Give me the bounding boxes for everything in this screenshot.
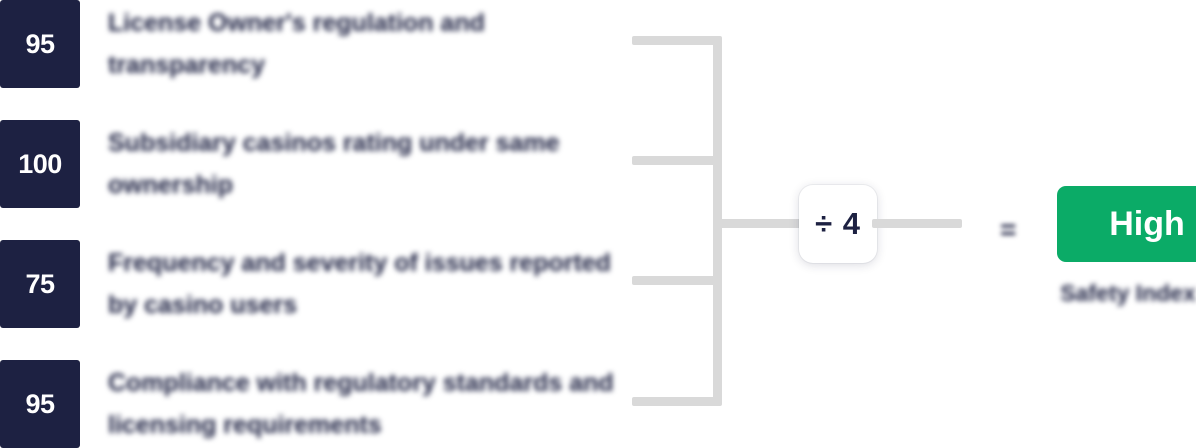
equals-sign: = (1000, 214, 1017, 245)
criteria-list: 95 License Owner's regulation and transp… (0, 0, 620, 448)
bracket-arm (632, 36, 718, 45)
criterion-label: Frequency and severity of issues reporte… (108, 249, 611, 319)
divide-by-four-box: ÷ 4 (799, 185, 877, 263)
criterion-row: 95 License Owner's regulation and transp… (0, 0, 620, 112)
criterion-row: 75 Frequency and severity of issues repo… (0, 240, 620, 352)
result-badge: High (1057, 186, 1196, 262)
connector-line-right (872, 219, 962, 228)
criterion-score-chip: 75 (0, 240, 80, 328)
result-caption: Safety Index (1060, 280, 1196, 306)
criterion-score-chip: 100 (0, 120, 80, 208)
grouping-bracket (632, 36, 722, 406)
criterion-row: 100 Subsidiary casinos rating under same… (0, 120, 620, 232)
criterion-label: Subsidiary casinos rating under same own… (108, 129, 560, 199)
criterion-score-chip: 95 (0, 0, 80, 88)
criterion-row: 95 Compliance with regulatory standards … (0, 360, 620, 448)
bracket-arm (632, 397, 718, 406)
bracket-arm (632, 156, 718, 165)
connector-line-left (718, 219, 804, 228)
bracket-spine (713, 36, 722, 406)
criterion-score-chip: 95 (0, 360, 80, 448)
bracket-arm (632, 276, 718, 285)
criterion-label: Compliance with regulatory standards and… (108, 369, 614, 439)
criterion-label: License Owner's regulation and transpare… (108, 9, 485, 79)
